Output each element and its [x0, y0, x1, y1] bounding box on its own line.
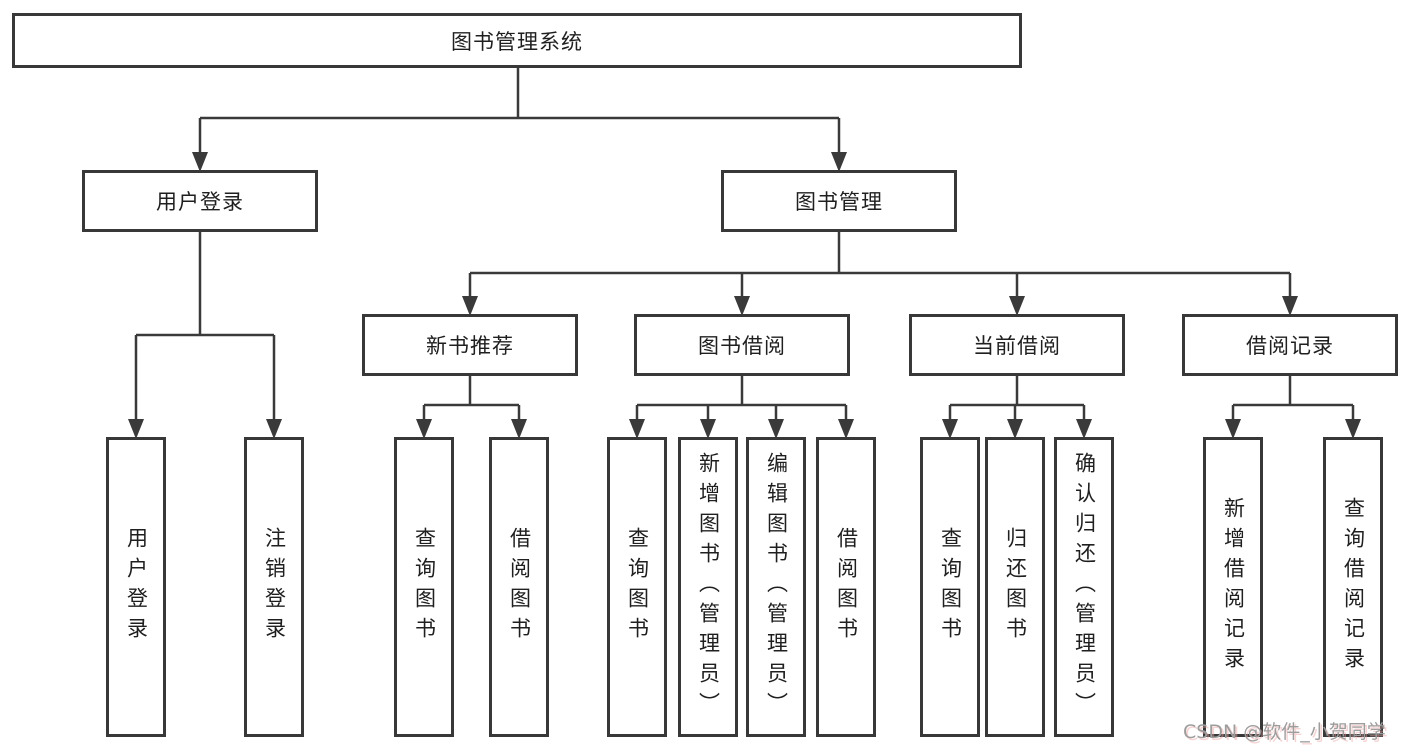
leaf-logout: 注销登录 — [244, 437, 304, 737]
node-borrow-record: 借阅记录 — [1182, 314, 1398, 376]
leaf-query-books-recommend: 查询图书 — [394, 437, 454, 737]
leaf-label: 归还图书 — [1003, 527, 1028, 647]
node-new-book-recommend: 新书推荐 — [362, 314, 578, 376]
node-root-system: 图书管理系统 — [12, 13, 1022, 68]
leaf-label: 新增借阅记录 — [1221, 497, 1246, 677]
arrowheads — [128, 152, 1361, 439]
node-label: 图书借阅 — [698, 334, 786, 358]
leaf-label: 查询图书 — [412, 527, 437, 647]
leaf-label: 查询图书 — [625, 527, 650, 647]
leaf-label: 确认归还（管理员） — [1072, 452, 1097, 722]
watermark: CSDN @软件_小贺同学 — [1183, 721, 1386, 743]
node-label: 新书推荐 — [426, 334, 514, 358]
node-current-borrow: 当前借阅 — [909, 314, 1125, 376]
leaf-label: 借阅图书 — [507, 527, 532, 647]
node-label: 图书管理 — [795, 190, 883, 214]
leaf-query-borrow-record: 查询借阅记录 — [1323, 437, 1383, 737]
leaf-return-books: 归还图书 — [985, 437, 1045, 737]
leaf-edit-books-admin: 编辑图书（管理员） — [746, 437, 806, 737]
leaf-label: 查询图书 — [938, 527, 963, 647]
leaf-add-books-admin: 新增图书（管理员） — [678, 437, 738, 737]
leaf-label: 用户登录 — [124, 527, 149, 647]
leaf-label: 借阅图书 — [834, 527, 859, 647]
leaf-query-books-borrow: 查询图书 — [607, 437, 667, 737]
leaf-borrow-books-recommend: 借阅图书 — [489, 437, 549, 737]
node-book-management: 图书管理 — [721, 170, 957, 232]
node-label: 借阅记录 — [1246, 334, 1334, 358]
connector-stems — [134, 68, 1355, 421]
leaf-user-login: 用户登录 — [106, 437, 166, 737]
leaf-confirm-return-admin: 确认归还（管理员） — [1054, 437, 1114, 737]
leaf-borrow-books: 借阅图书 — [816, 437, 876, 737]
node-label: 用户登录 — [156, 190, 244, 214]
leaf-label: 编辑图书（管理员） — [764, 452, 789, 722]
node-label: 图书管理系统 — [451, 29, 583, 54]
node-label: 当前借阅 — [973, 334, 1061, 358]
leaf-label: 注销登录 — [262, 527, 287, 647]
leaf-label: 新增图书（管理员） — [696, 452, 721, 722]
leaf-add-borrow-record: 新增借阅记录 — [1203, 437, 1263, 737]
leaf-label: 查询借阅记录 — [1341, 497, 1366, 677]
node-user-login: 用户登录 — [82, 170, 318, 232]
node-book-borrow: 图书借阅 — [634, 314, 850, 376]
leaf-query-books-current: 查询图书 — [920, 437, 980, 737]
